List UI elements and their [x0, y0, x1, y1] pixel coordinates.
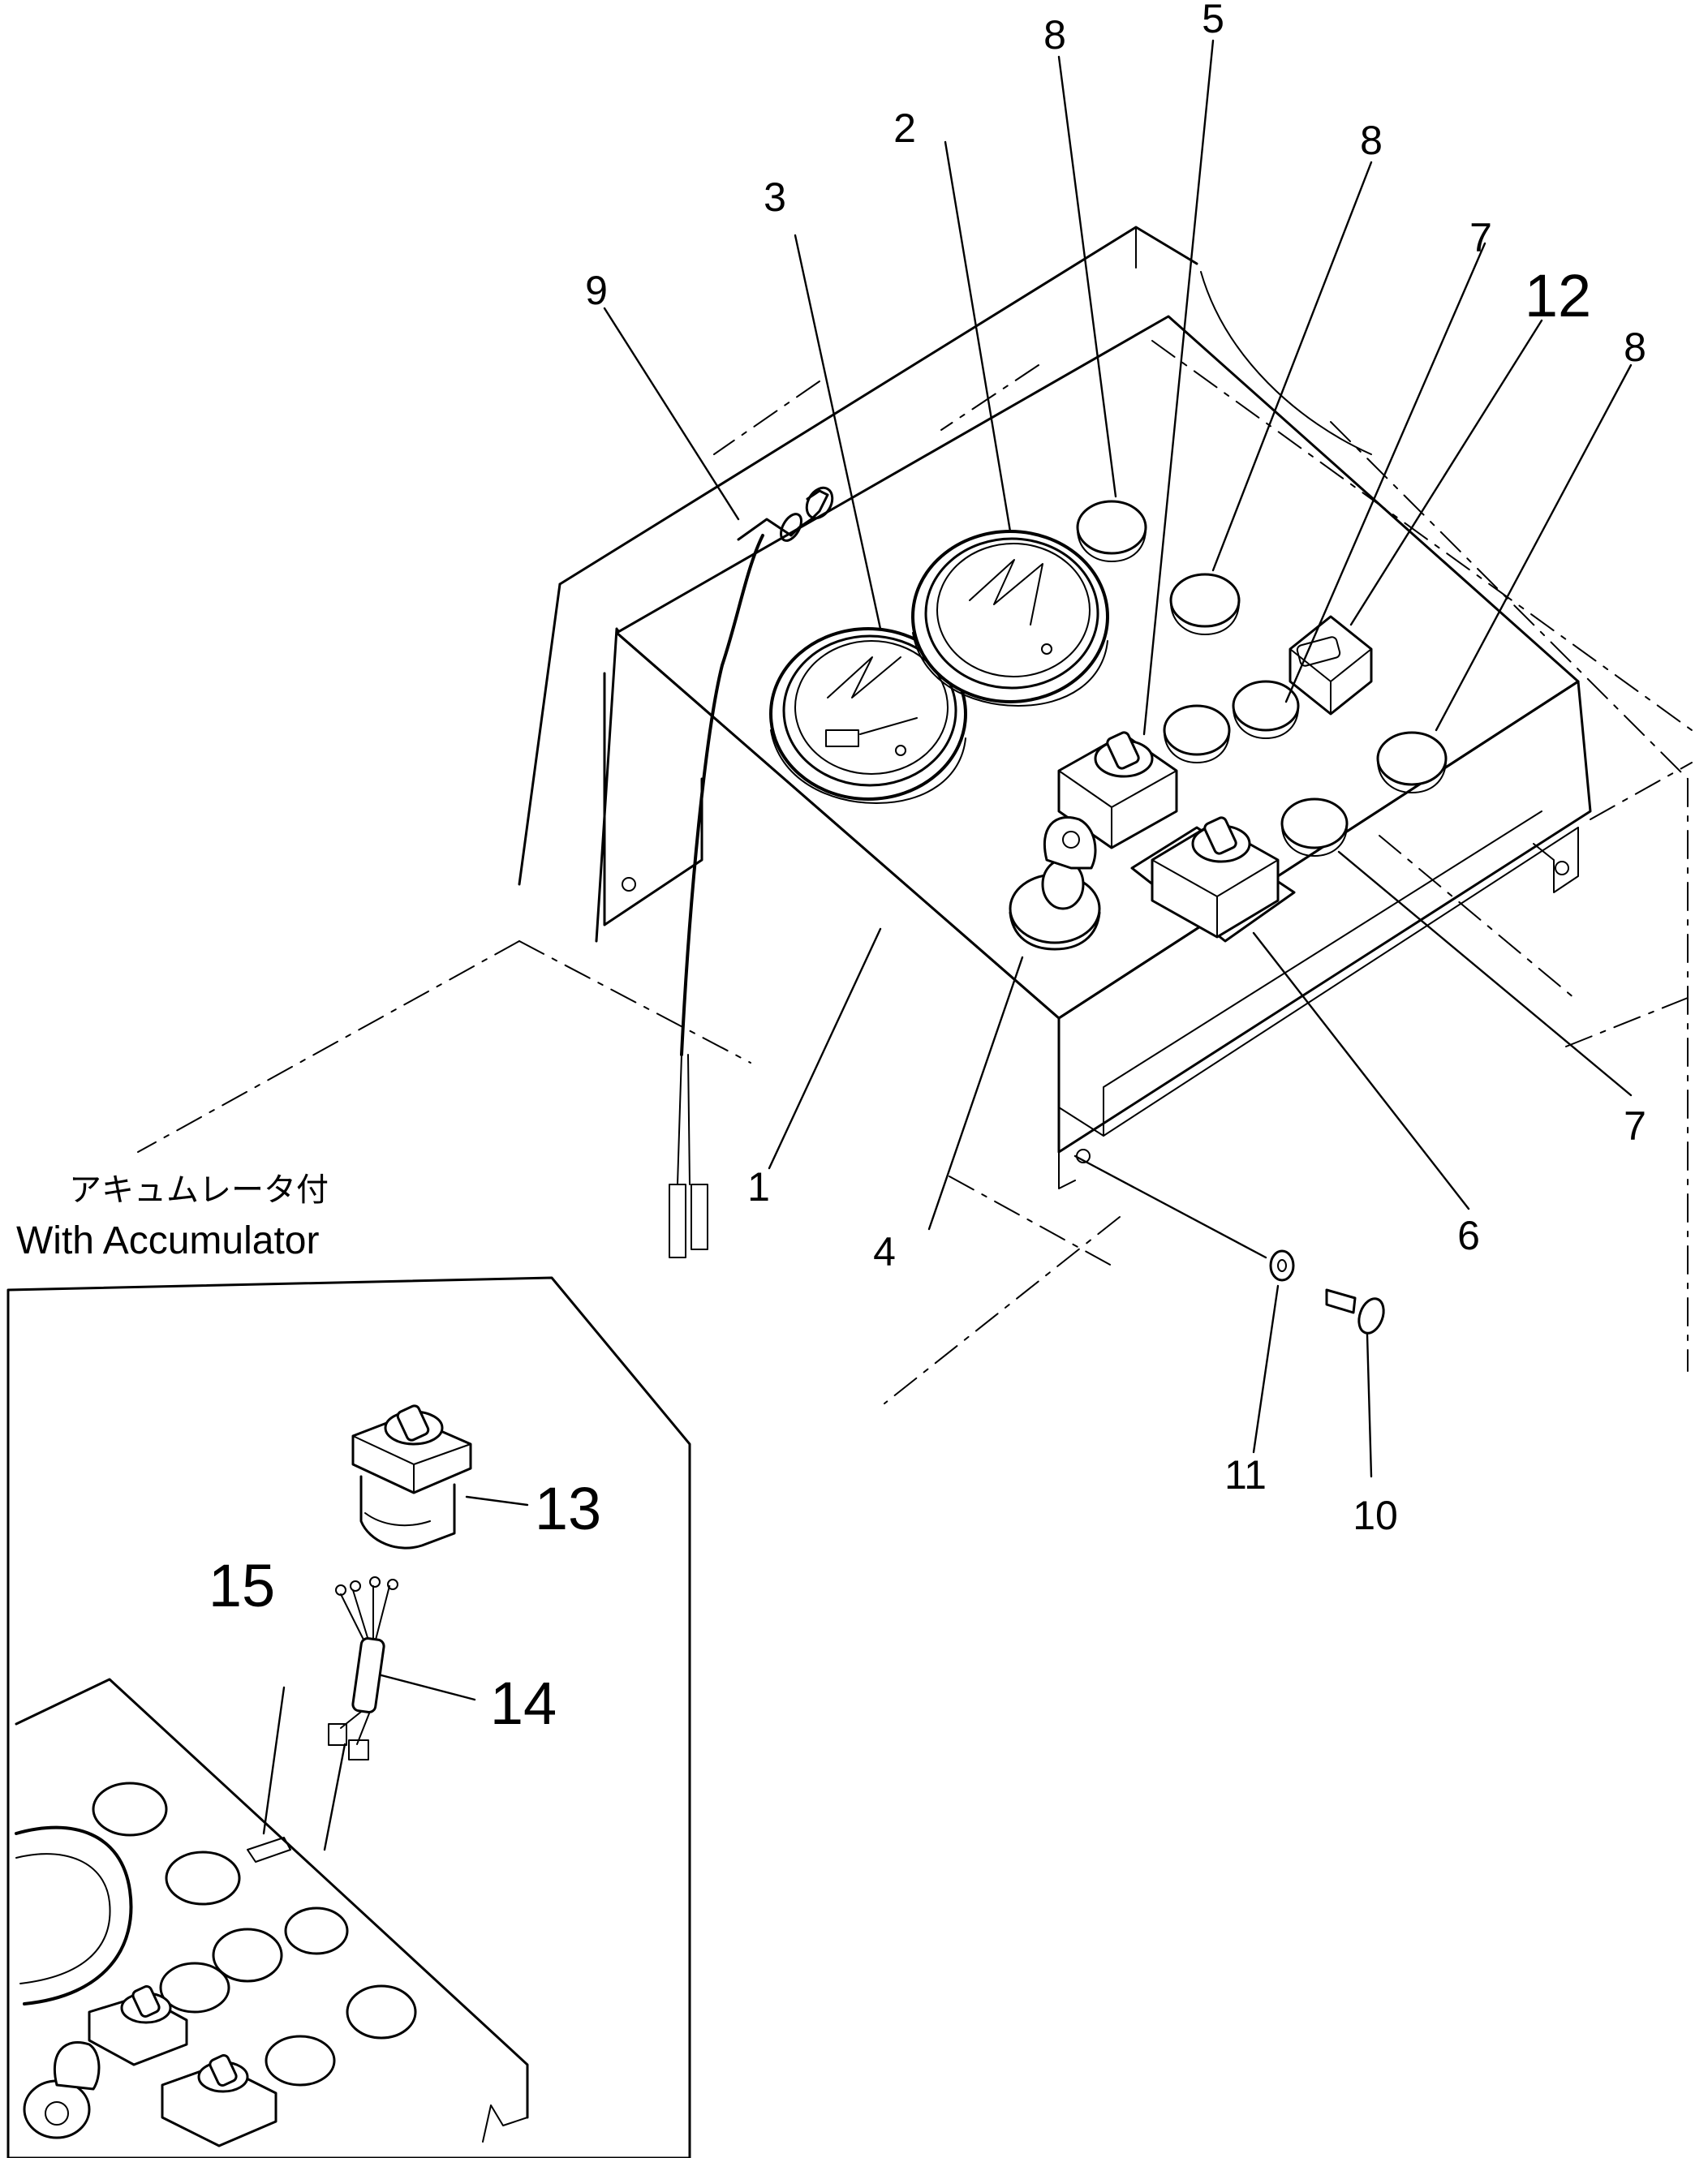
callout-14: 14: [490, 1670, 557, 1737]
lamp: [1232, 680, 1300, 739]
lamp: [1280, 797, 1349, 857]
rotary-switch-13: [351, 1404, 529, 1550]
callout-8-left: 8: [1043, 12, 1066, 58]
callout-8-mid: 8: [1360, 118, 1383, 163]
callout-12: 12: [1525, 262, 1591, 329]
pilot-lamps: [1076, 500, 1448, 857]
callout-labels: 1 2 3 4 5 6 7 7 8 8 8 9 10 11 12 13 14 1…: [209, 0, 1646, 1737]
callout-5: 5: [1202, 0, 1224, 41]
callout-15: 15: [209, 1552, 275, 1619]
callout-11: 11: [1224, 1452, 1267, 1498]
leader-lines: [603, 39, 1633, 1478]
wiring-harness: [669, 534, 764, 1258]
callout-4: 4: [873, 1229, 896, 1275]
callout-8-right: 8: [1624, 325, 1646, 370]
bulb-socket: [737, 486, 834, 542]
callout-2: 2: [893, 105, 916, 151]
wiring-harness-14: [323, 1576, 476, 1851]
inset-title-en: With Accumulator: [16, 1219, 319, 1262]
callout-10: 10: [1353, 1493, 1398, 1538]
lamp: [1376, 731, 1448, 793]
rotary-switch-5: [1057, 731, 1178, 849]
gauge-3: [769, 627, 967, 804]
panel-assembly: [137, 226, 1693, 1404]
callout-1: 1: [747, 1164, 770, 1210]
rotary-switch-6: [1130, 816, 1296, 943]
screw-10: [1325, 1288, 1385, 1335]
inset-panel: [15, 1678, 529, 2147]
inset-with-accumulator: アキュムレータ付 With Accumulator: [6, 1171, 691, 2158]
callout-9: 9: [585, 268, 608, 313]
callout-3: 3: [764, 174, 786, 220]
gauge-2: [911, 530, 1109, 707]
inset-frame: [6, 1276, 691, 2158]
lamp: [1163, 704, 1231, 763]
inset-title-jp: アキュムレータ付: [69, 1171, 329, 1209]
washer-11: [1269, 1249, 1295, 1282]
lamp: [1169, 573, 1241, 635]
callout-13: 13: [535, 1475, 601, 1542]
key-switch-4: [1009, 815, 1101, 951]
callout-6: 6: [1457, 1213, 1480, 1258]
indicator-switch-12: [1289, 615, 1373, 716]
callout-7-lower: 7: [1624, 1103, 1646, 1149]
callout-7-upper: 7: [1469, 215, 1492, 260]
lamp: [1076, 500, 1147, 562]
